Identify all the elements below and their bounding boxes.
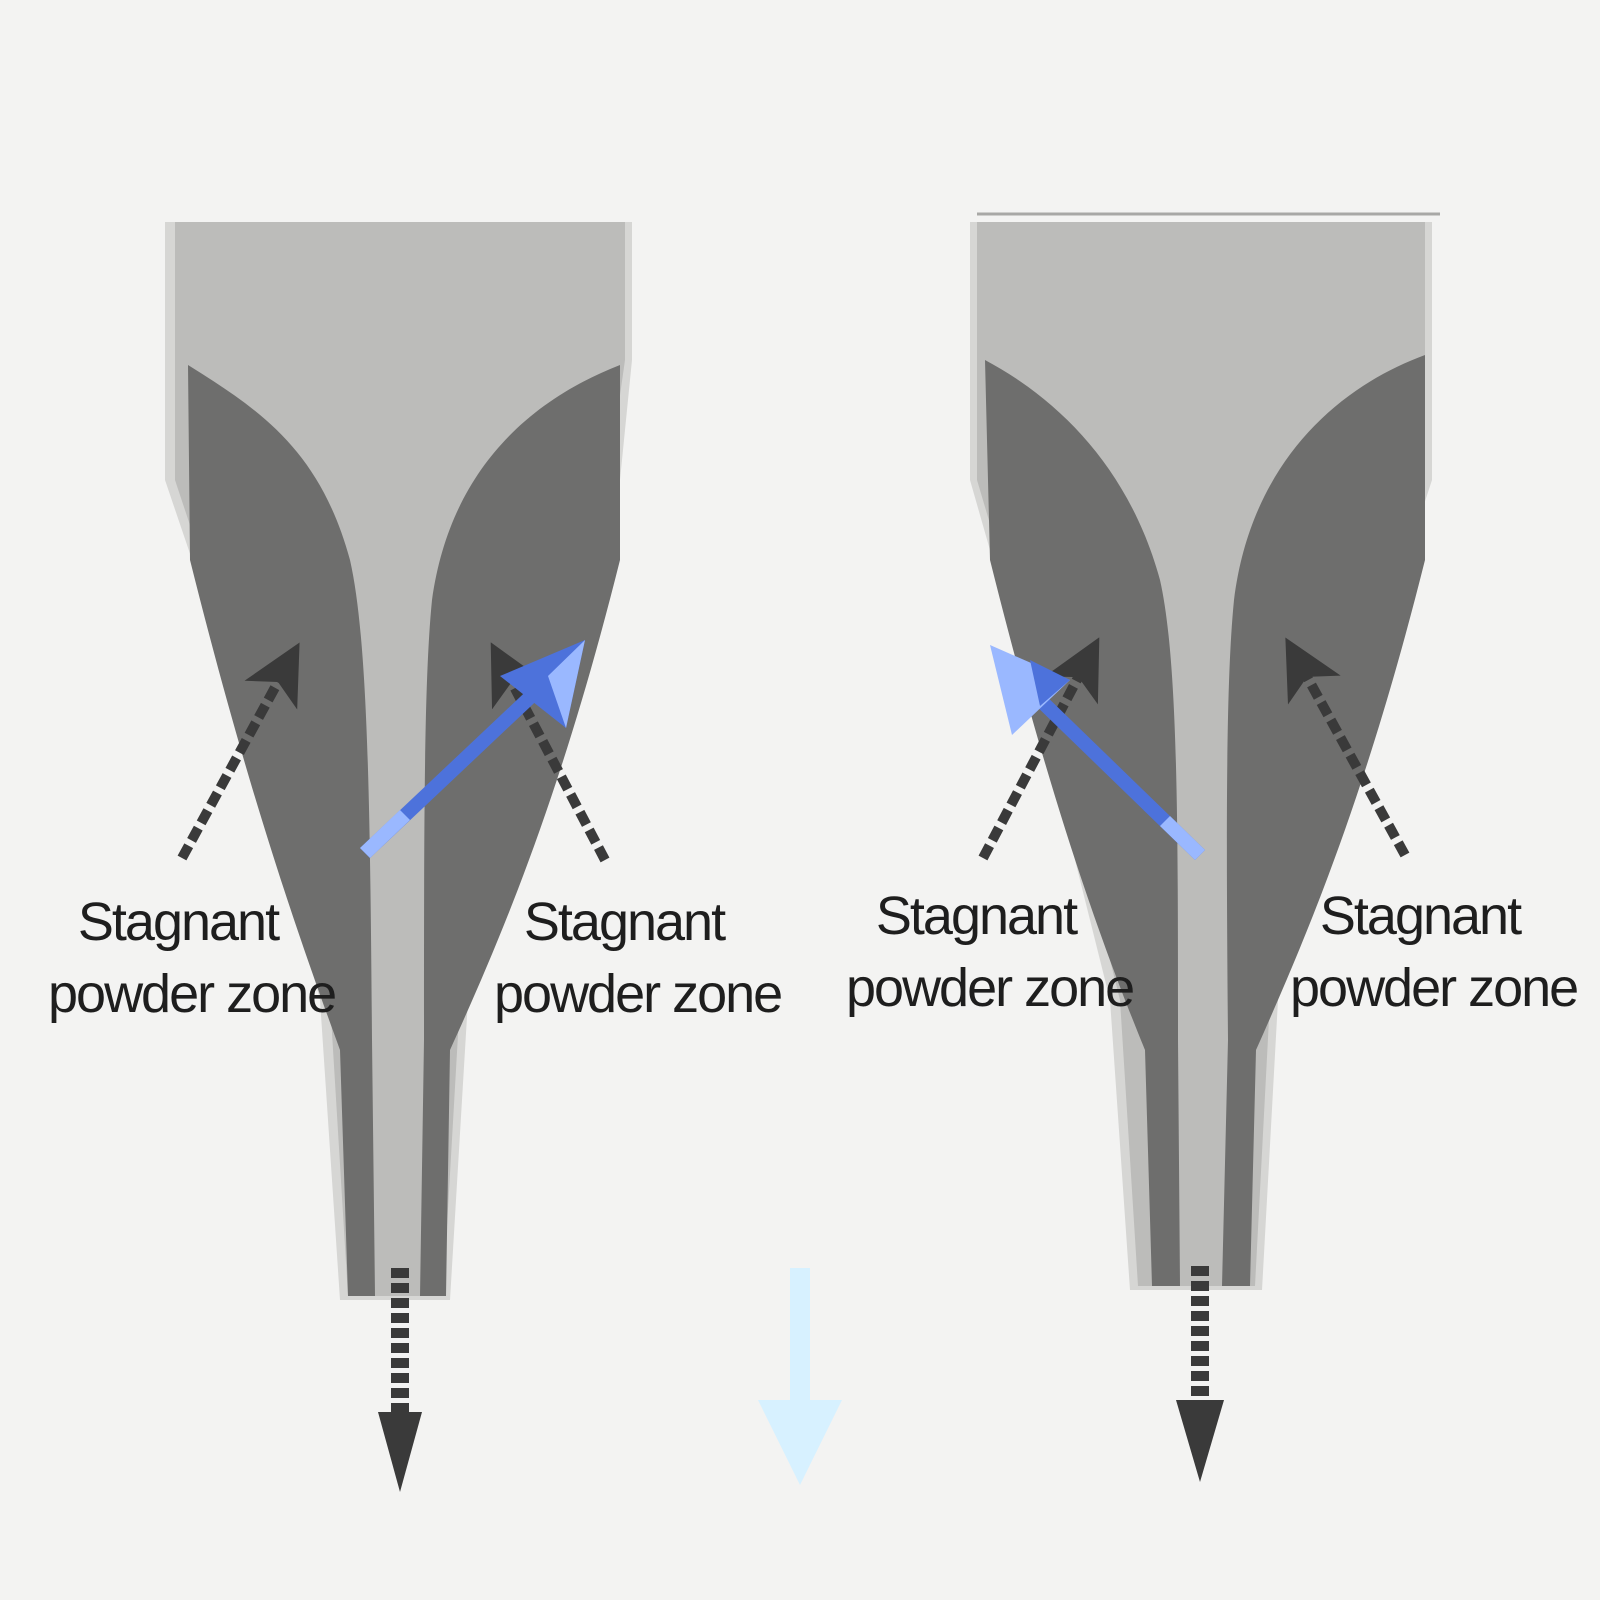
label-line-2: powder zone	[48, 964, 337, 1024]
stagnant-zone-label-1: Stagnant powder zone	[48, 886, 337, 1030]
pointer-arrows	[177, 637, 1410, 863]
right-stagnant-zone-right	[1222, 355, 1425, 1286]
left-stagnant-zone-right	[420, 365, 620, 1296]
arrow-down-light-blue-icon	[758, 1268, 842, 1485]
label-line-1: Stagnant	[875, 886, 1078, 946]
arrow-up-right-blue-icon	[360, 640, 585, 858]
label-line-2: powder zone	[1290, 958, 1579, 1018]
stagnant-zone-label-4: Stagnant powder zone	[1290, 880, 1579, 1024]
label-line-1: Stagnant	[1319, 886, 1522, 946]
label-line-1: Stagnant	[77, 892, 280, 952]
left-hopper-outlet	[375, 1040, 420, 1296]
label-line-2: powder zone	[494, 964, 783, 1024]
pointer-arrow-1	[177, 642, 300, 861]
label-line-1: Stagnant	[523, 892, 726, 952]
pointer-arrow-4	[1285, 637, 1410, 858]
pointer-arrow-3	[978, 637, 1100, 861]
left-hopper	[165, 222, 632, 1300]
arrow-down-dashed-icon	[1176, 1266, 1224, 1482]
label-line-2: powder zone	[846, 958, 1135, 1018]
arrow-up-left-blue-icon	[990, 645, 1205, 860]
right-hopper	[970, 212, 1440, 1290]
stagnant-zone-label-2: Stagnant powder zone	[494, 886, 783, 1030]
arrow-down-dashed-icon	[378, 1268, 422, 1492]
stagnant-zone-label-3: Stagnant powder zone	[846, 880, 1135, 1024]
right-hopper-outlet	[1180, 1040, 1222, 1286]
pointer-arrow-2	[490, 642, 610, 863]
right-stagnant-zone-left	[985, 360, 1180, 1286]
left-stagnant-zone-left	[188, 365, 375, 1296]
